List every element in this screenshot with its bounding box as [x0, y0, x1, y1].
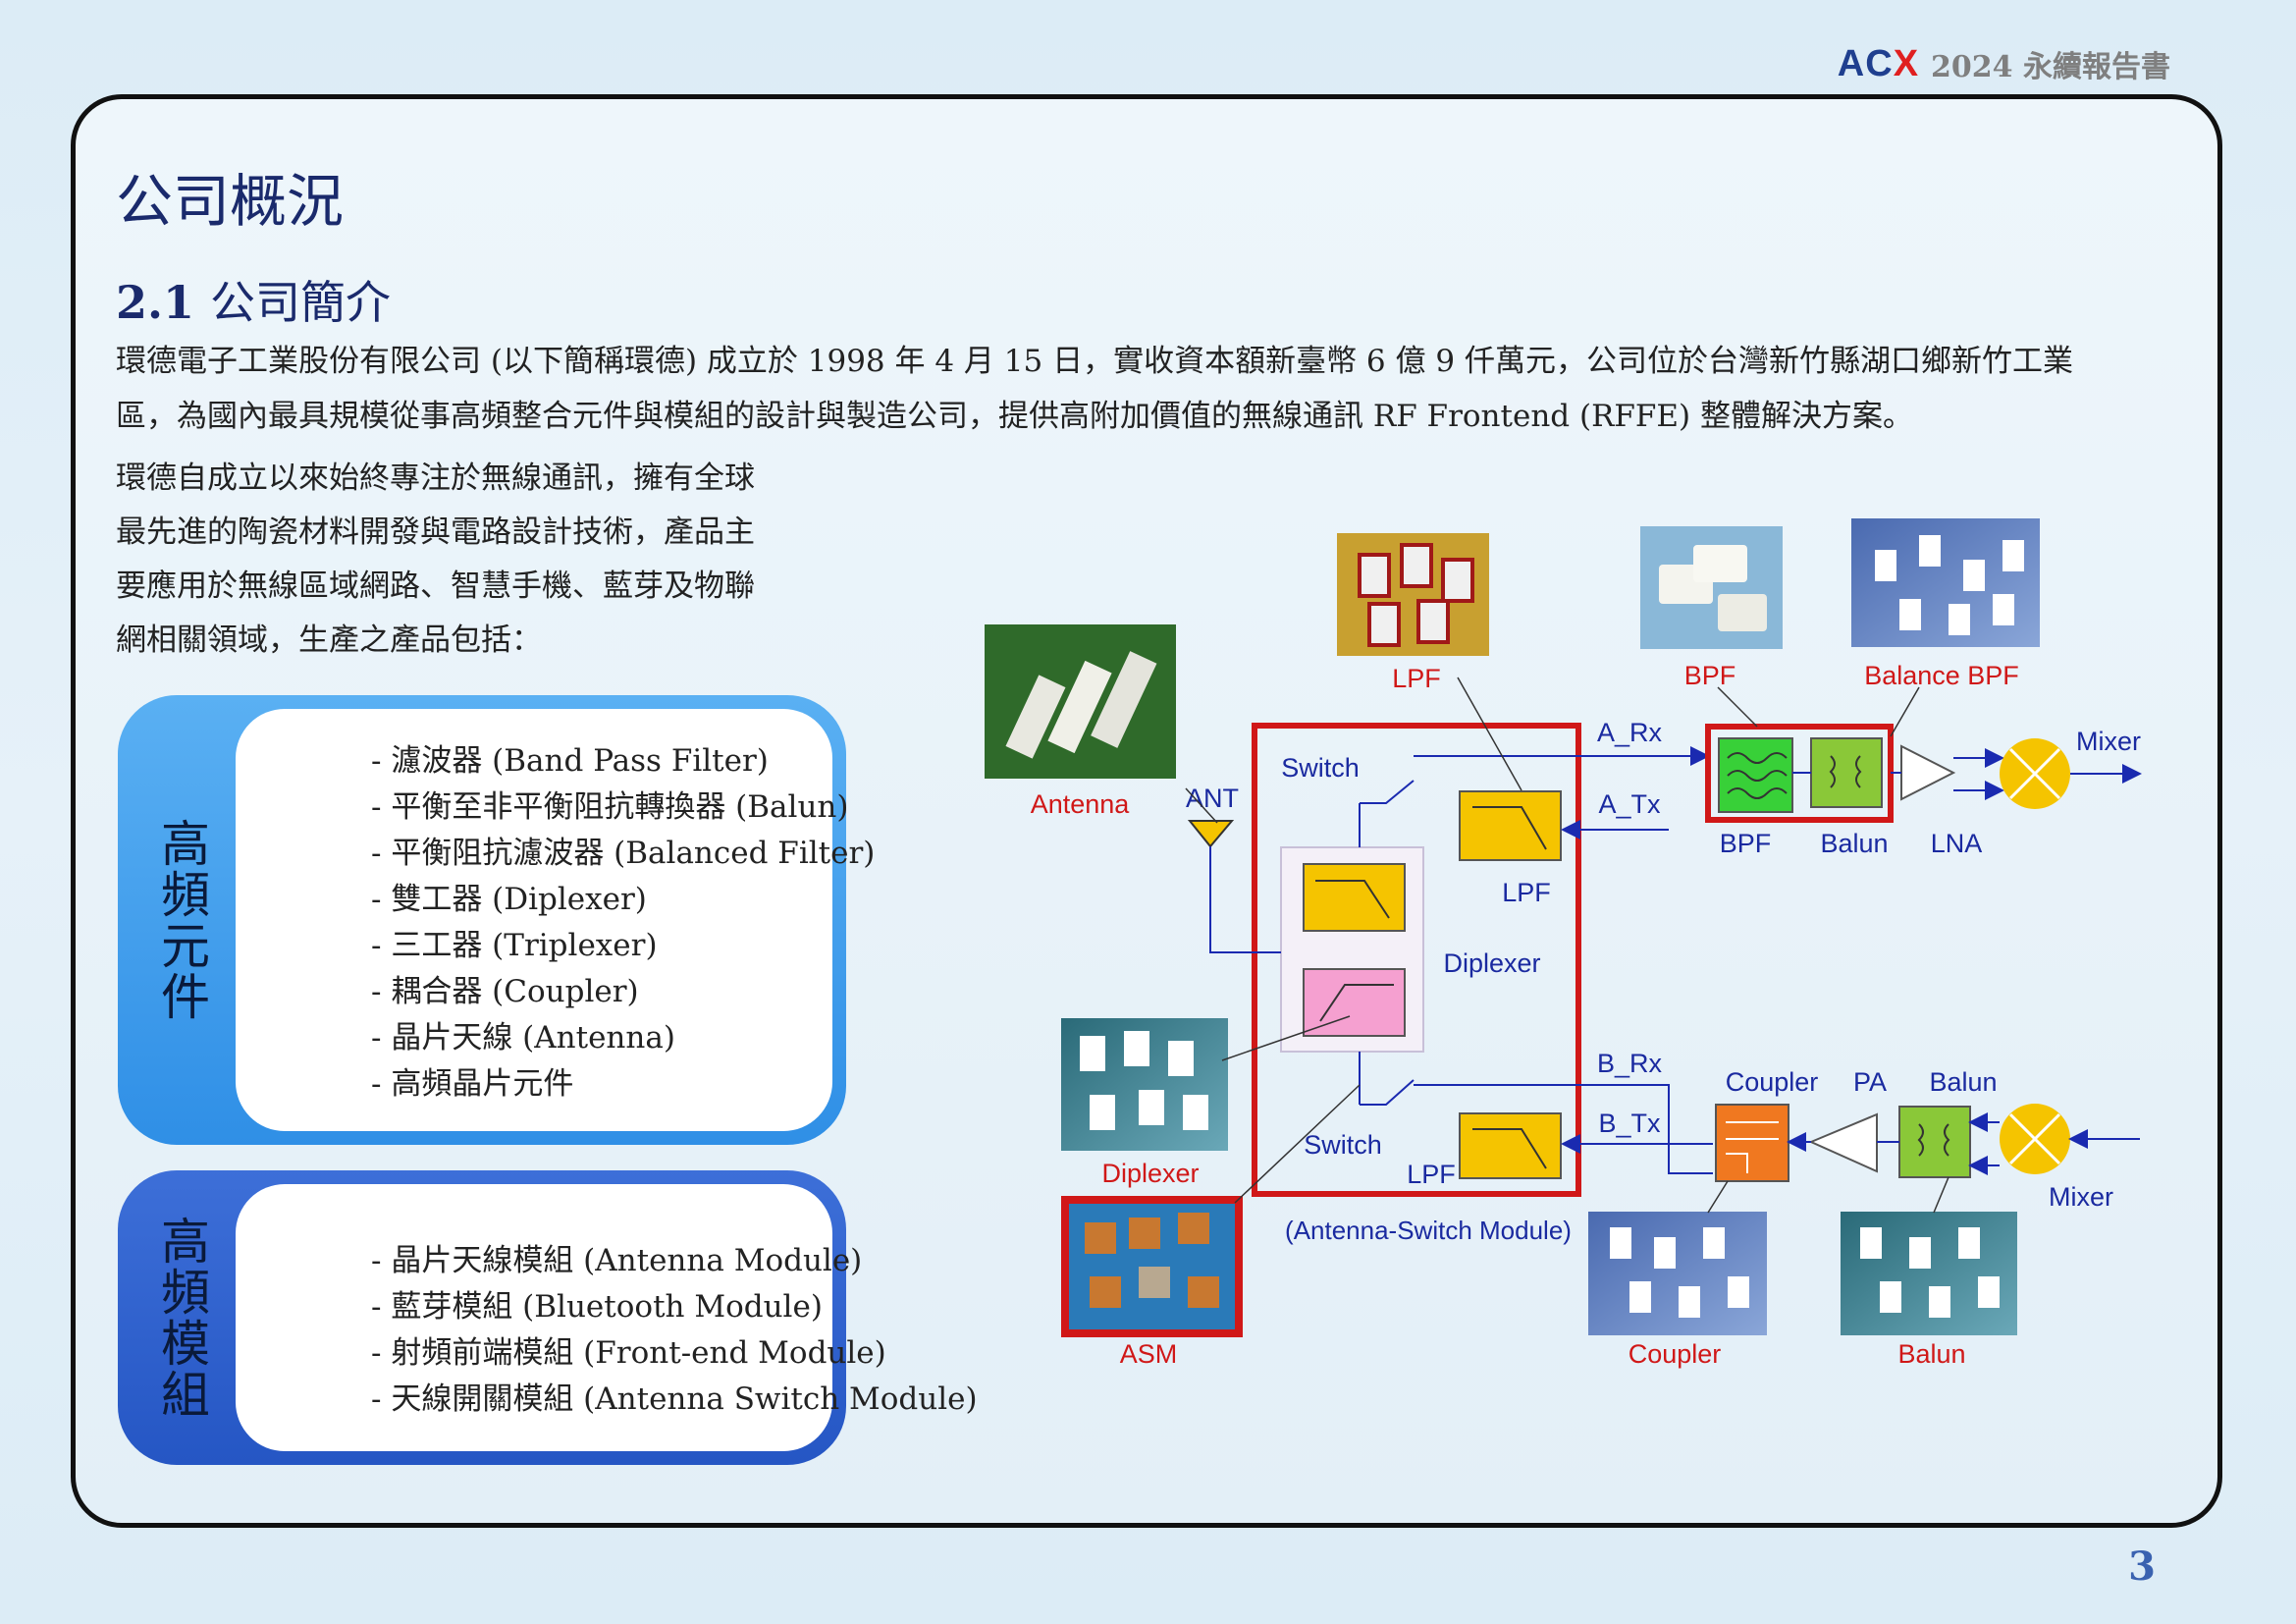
rf-modules-label: 高頻模組	[153, 1216, 210, 1420]
products-intro-line: 網相關領域，生產之產品包括：	[116, 623, 542, 658]
balance-bpf-photo-label: Balance BPF	[1864, 661, 2019, 690]
header-logo: ACX 2024 永續報告書	[1838, 39, 2170, 88]
coupler-label: Coupler	[1726, 1067, 1819, 1097]
b-rx-label: B_Rx	[1597, 1049, 1663, 1078]
report-title: 2024 永續報告書	[1931, 50, 2170, 84]
diplexer-photo	[1061, 1018, 1228, 1151]
products-intro-line: 最先進的陶瓷材料開發與電路設計技術，產品主	[116, 514, 755, 550]
rf-components-box: 高頻元件 - 濾波器 (Band Pass Filter) - 平衡至非平衡阻抗…	[118, 695, 875, 1145]
section-number: 2.1	[116, 276, 195, 329]
mixer-bottom-label: Mixer	[2049, 1182, 2113, 1212]
rf-components-list: - 濾波器 (Band Pass Filter) - 平衡至非平衡阻抗轉換器 (…	[236, 709, 875, 1131]
switch-bottom-label: Switch	[1304, 1130, 1382, 1160]
a-rx-label: A_Rx	[1597, 718, 1663, 747]
list-item: - 平衡至非平衡阻抗轉換器 (Balun)	[371, 789, 849, 825]
balun-bottom-block	[1898, 1106, 1971, 1178]
page-number: 3	[2128, 1543, 2156, 1590]
list-item: - 藍芽模組 (Bluetooth Module)	[371, 1289, 823, 1325]
lpf-bottom-block	[1459, 1112, 1562, 1179]
intro-paragraph: 環德電子工業股份有限公司 (以下簡稱環德) 成立於 1998 年 4 月 15 …	[116, 334, 2187, 444]
rf-modules-list: - 晶片天線模組 (Antenna Module) - 藍芽模組 (Blueto…	[236, 1184, 978, 1451]
diplexer-highpass	[1303, 968, 1406, 1037]
intro-line: 環德電子工業股份有限公司 (以下簡稱環德) 成立於 1998 年 4 月 15 …	[116, 344, 2073, 379]
list-item: - 平衡阻抗濾波器 (Balanced Filter)	[371, 836, 876, 871]
section-title: 2.1 公司簡介	[116, 267, 391, 332]
list-item: - 晶片天線模組 (Antenna Module)	[371, 1243, 863, 1278]
list-item: - 天線開關模組 (Antenna Switch Module)	[371, 1381, 978, 1417]
rf-modules-box: 高頻模組 - 晶片天線模組 (Antenna Module) - 藍芽模組 (B…	[118, 1170, 978, 1465]
balun-bottom-label: Balun	[1929, 1067, 1997, 1097]
list-item: - 晶片天線 (Antenna)	[371, 1020, 675, 1056]
asm-caption: (Antenna-Switch Module)	[1285, 1216, 1572, 1245]
b-tx-label: B_Tx	[1598, 1109, 1661, 1138]
coupler-photo	[1588, 1212, 1767, 1335]
list-item: - 三工器 (Triplexer)	[371, 928, 658, 963]
products-intro: 環德自成立以來始終專注於無線通訊，擁有全球 最先進的陶瓷材料開發與電路設計技術，…	[116, 452, 842, 668]
lpf-photo	[1337, 533, 1489, 656]
antenna-photo-label: Antenna	[1031, 789, 1131, 819]
antenna-photo	[985, 624, 1176, 779]
rf-components-label: 高頻元件	[153, 818, 210, 1022]
bpf-block	[1718, 737, 1793, 813]
balun-top-block	[1810, 737, 1883, 808]
list-item: - 射頻前端模組 (Front-end Module)	[371, 1335, 886, 1371]
balun-top-label: Balun	[1820, 829, 1888, 858]
mixer-top-label: Mixer	[2076, 727, 2141, 756]
lpf-photo-label: LPF	[1392, 664, 1441, 693]
coupler-block	[1715, 1104, 1789, 1182]
diplexer-lowpass	[1303, 863, 1406, 932]
bpf-photo-label: BPF	[1684, 661, 1736, 690]
pa-symbol	[1808, 1112, 1878, 1173]
switch-top-symbol	[1360, 780, 1415, 804]
balance-bpf-photo	[1851, 518, 2040, 647]
asm-photo	[1061, 1196, 1243, 1337]
asm-photo-label: ASM	[1120, 1339, 1178, 1369]
list-item: - 高頻晶片元件	[371, 1066, 574, 1102]
lpf-top-block	[1459, 790, 1562, 861]
lna-label: LNA	[1931, 829, 1983, 858]
diplexer-photo-label: Diplexer	[1101, 1159, 1199, 1188]
lpf-top-label: LPF	[1502, 878, 1551, 907]
switch-bottom-symbol	[1360, 1079, 1415, 1106]
list-item: - 雙工器 (Diplexer)	[371, 882, 647, 917]
bpf-label: BPF	[1720, 829, 1772, 858]
asm-frame	[1252, 723, 1581, 1197]
acx-logo: ACX	[1837, 42, 1920, 84]
diplexer-label: Diplexer	[1443, 948, 1540, 978]
balun-photo-label: Balun	[1897, 1339, 1965, 1369]
list-item: - 濾波器 (Band Pass Filter)	[371, 743, 769, 779]
ant-label: ANT	[1186, 784, 1239, 813]
intro-line: 區，為國內最具規模從事高頻整合元件與模組的設計與製造公司，提供高附加價值的無線通…	[116, 399, 1914, 434]
products-intro-line: 環德自成立以來始終專注於無線通訊，擁有全球	[116, 460, 755, 496]
switch-top-label: Switch	[1281, 753, 1360, 783]
pa-label: PA	[1853, 1067, 1887, 1097]
lpf-bottom-label: LPF	[1407, 1160, 1456, 1189]
coupler-photo-label: Coupler	[1629, 1339, 1722, 1369]
balun-photo	[1841, 1212, 2017, 1335]
list-item: - 耦合器 (Coupler)	[371, 974, 639, 1009]
page-title: 公司概況	[116, 168, 345, 235]
antenna-symbol	[1187, 820, 1235, 848]
products-intro-line: 要應用於無線區域網路、智慧手機、藍芽及物聯	[116, 568, 755, 604]
section-heading: 公司簡介	[210, 276, 392, 329]
lna-symbol	[1900, 744, 1956, 801]
a-tx-label: A_Tx	[1598, 789, 1661, 819]
bpf-photo	[1640, 526, 1783, 649]
